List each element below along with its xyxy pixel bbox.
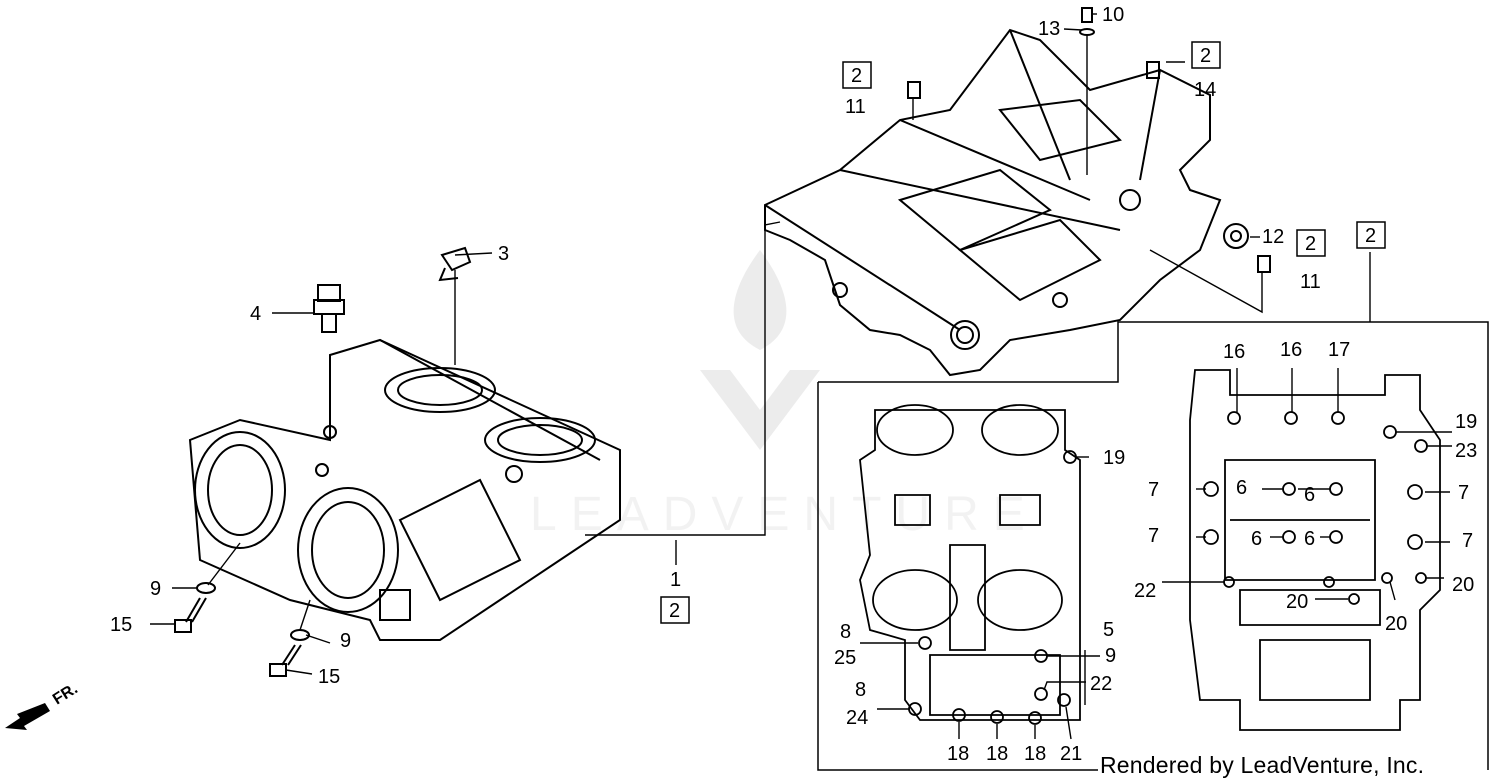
callout-21: 21 [1060, 743, 1082, 765]
callout-6b: 6 [1304, 484, 1315, 506]
callout-15b: 15 [318, 666, 340, 688]
callout-25: 25 [834, 647, 856, 669]
bolts-left [174, 582, 310, 677]
callout-17: 17 [1328, 339, 1350, 361]
callout-5: 5 [1103, 619, 1114, 641]
callout-18c: 18 [1024, 743, 1046, 765]
callout-2e: 2 [669, 600, 680, 622]
callout-22a: 22 [1134, 580, 1156, 602]
bolt-holes-left-group [908, 450, 1077, 725]
cylinder-gasket-outline [859, 404, 1081, 721]
crankcase [764, 28, 1222, 377]
front-arrow-icon [5, 703, 50, 730]
bolt-holes-right-group [1203, 411, 1428, 605]
callout-2a: 2 [851, 65, 862, 87]
callout-6d: 6 [1304, 528, 1315, 550]
callout-labels: 10 13 2 11 2 14 12 2 11 2 3 4 9 15 9 15 … [110, 4, 1477, 765]
callout-11a: 11 [845, 96, 866, 118]
callout-10: 10 [1102, 4, 1124, 26]
callout-9b: 9 [340, 630, 351, 652]
bolt-pattern-panel [817, 321, 1489, 771]
callout-6a: 6 [1236, 477, 1247, 499]
callout-22b: 22 [1090, 673, 1112, 695]
callout-7c: 7 [1148, 525, 1159, 547]
callout-2d: 2 [1365, 225, 1376, 247]
callout-20b: 20 [1286, 591, 1308, 613]
callout-18a: 18 [947, 743, 969, 765]
callout-2b: 2 [1200, 45, 1211, 67]
callout-24: 24 [846, 707, 868, 729]
callout-16a: 16 [1223, 341, 1245, 363]
callout-18b: 18 [986, 743, 1008, 765]
callout-8a: 8 [840, 621, 851, 643]
callout-14: 14 [1194, 79, 1216, 101]
callout-11b: 11 [1300, 271, 1321, 293]
callout-12: 12 [1262, 226, 1284, 248]
clamp-part [438, 246, 472, 282]
watermark-text: LEADVENTURE [530, 488, 1039, 541]
callout-7d: 7 [1462, 530, 1473, 552]
crankcase-bottom-outline [1189, 369, 1441, 731]
callout-2c: 2 [1305, 233, 1316, 255]
callout-4: 4 [250, 303, 261, 325]
dowel-pins-top [907, 7, 1271, 273]
callout-7a: 7 [1148, 479, 1159, 501]
callout-3: 3 [498, 243, 509, 265]
callout-20c: 20 [1385, 613, 1407, 635]
callout-15a: 15 [110, 614, 132, 636]
callout-19a: 19 [1455, 411, 1477, 433]
callout-20a: 20 [1452, 574, 1474, 596]
callout-23: 23 [1455, 440, 1477, 462]
callout-6c: 6 [1251, 528, 1262, 550]
oil-pressure-switch [313, 284, 345, 333]
cylinder-block [188, 338, 621, 641]
callout-7b: 7 [1458, 482, 1469, 504]
callout-9c: 9 [1105, 645, 1116, 667]
callout-9a: 9 [150, 578, 161, 600]
callout-13: 13 [1038, 18, 1060, 40]
callout-1: 1 [670, 569, 681, 591]
watermark-logo: LEADVENTURE [530, 250, 1039, 541]
boxed-callouts [660, 41, 1386, 624]
leader-lines [150, 13, 1452, 740]
callout-16b: 16 [1280, 339, 1302, 361]
callout-8b: 8 [855, 679, 866, 701]
render-credit: Rendered by LeadVenture, Inc. [1100, 752, 1425, 778]
callout-19b: 19 [1103, 447, 1125, 469]
